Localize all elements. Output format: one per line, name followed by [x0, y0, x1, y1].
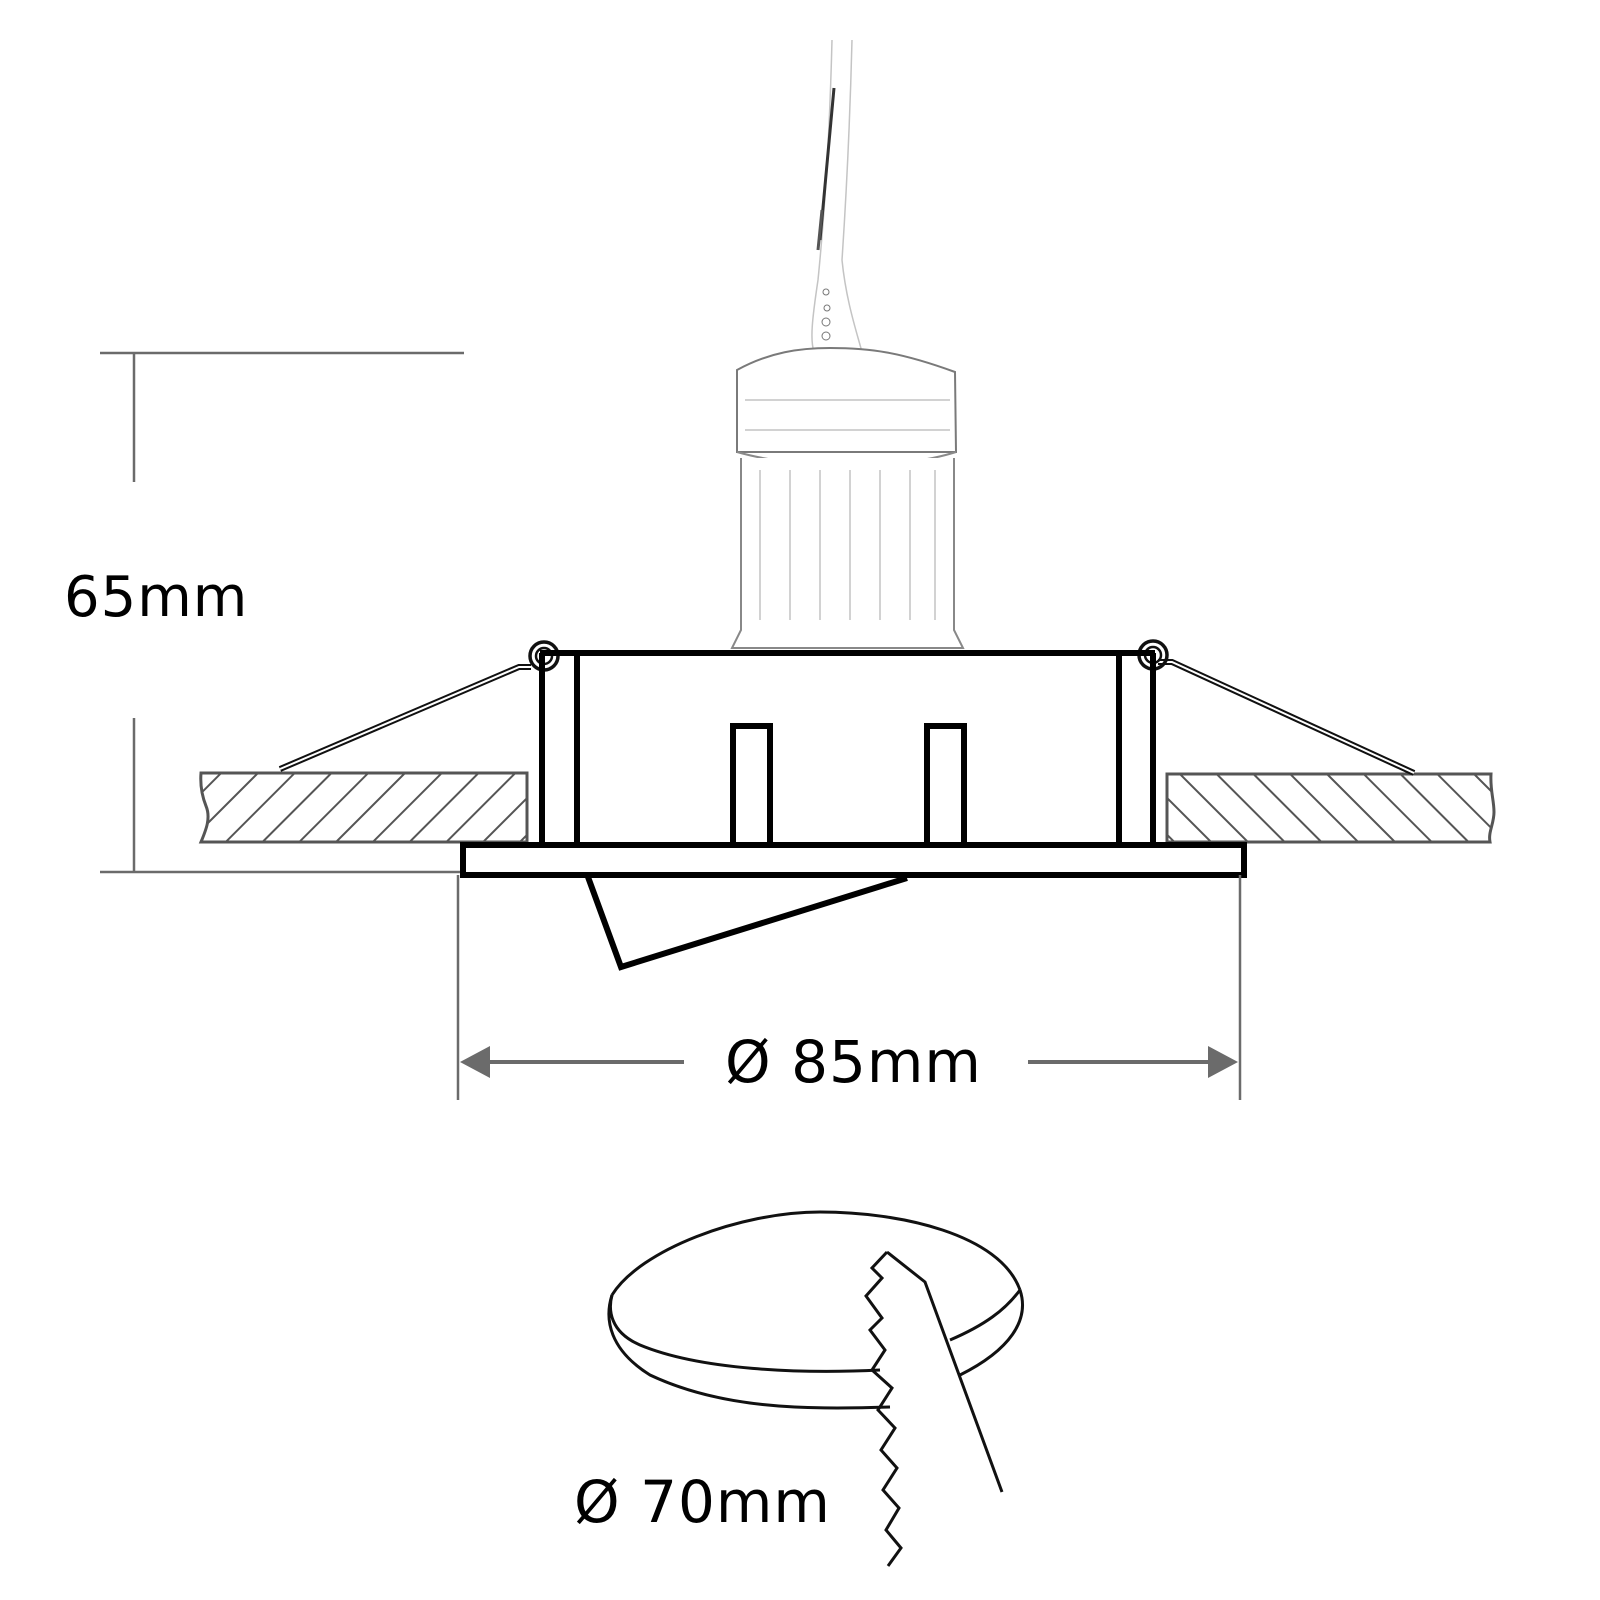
arrow-left-icon [460, 1046, 490, 1078]
tilted-lamp [585, 875, 908, 971]
spring-clip-right [1137, 639, 1416, 776]
ceiling-board-left [198, 771, 529, 844]
height-dimension: 65mm [64, 351, 464, 874]
arrow-right-icon [1208, 1046, 1238, 1078]
outer-diameter-label: Ø 85mm [725, 1028, 982, 1096]
fixture-housing [539, 650, 1156, 845]
cutout-diameter-label: Ø 70mm [574, 1468, 831, 1536]
power-cable [811, 39, 863, 353]
ceiling-board-right [1165, 772, 1496, 844]
lamp-socket [730, 346, 965, 649]
hole-saw-blade [864, 1250, 1004, 1567]
trim-ring [460, 842, 1247, 878]
height-label: 65mm [64, 565, 248, 630]
ceiling-cutout-disc [607, 1210, 1024, 1410]
outer-diameter-dimension: Ø 85mm [456, 875, 1242, 1100]
spring-clip-left [278, 640, 560, 772]
